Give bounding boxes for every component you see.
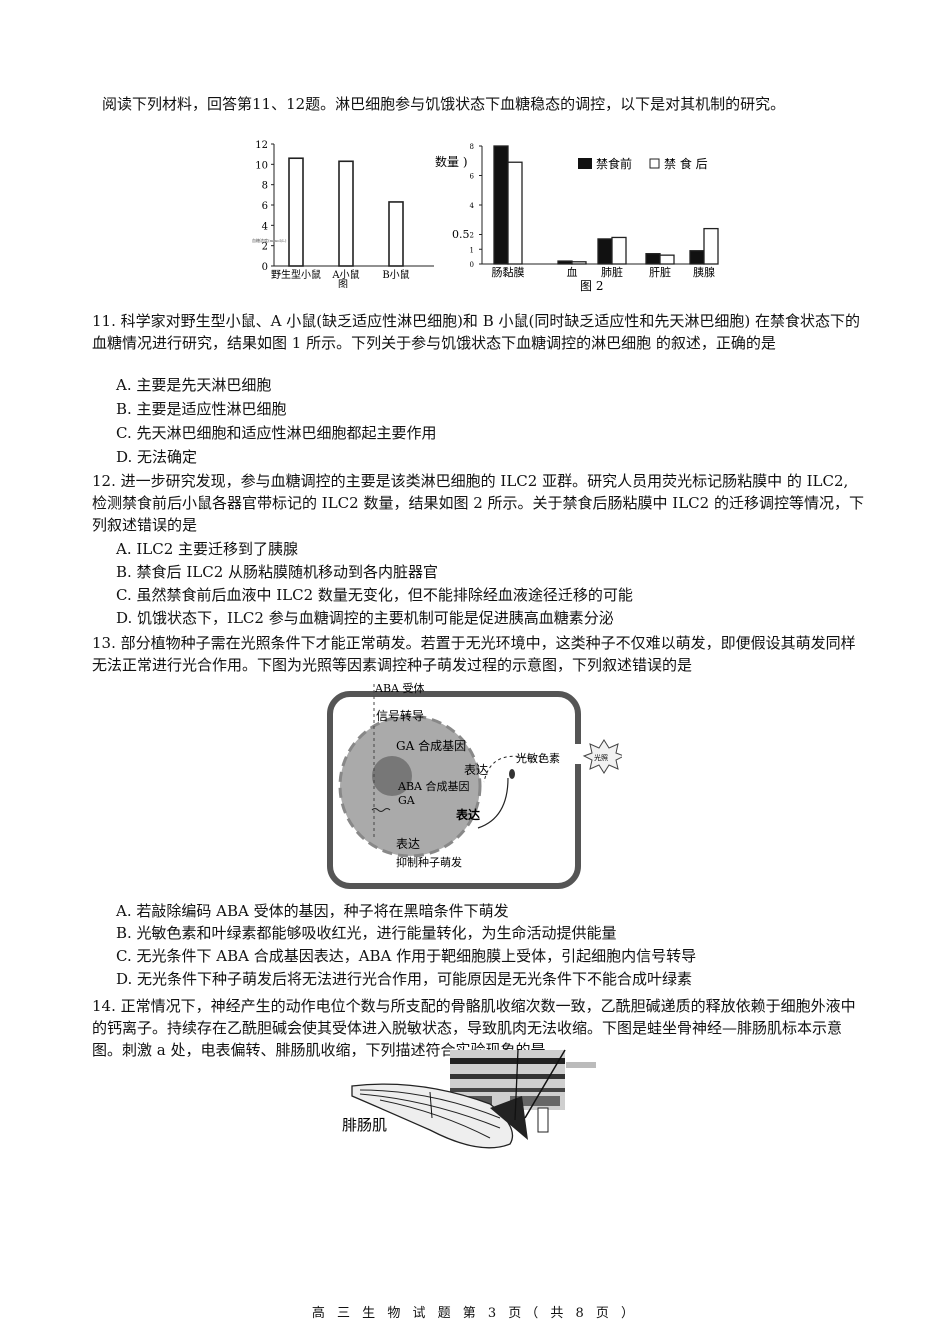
q12-option-c[interactable]: C. 虽然禁食前后血液中 ILC2 数量无变化，但不能排除经血液途径迁移的可能	[116, 586, 633, 604]
figure-2-category-label: 肝脏	[649, 266, 671, 279]
figure-1-bar	[388, 201, 404, 267]
figure-1-category-label: 野生型小鼠	[271, 268, 321, 281]
figure-2-bar-before	[645, 253, 661, 265]
q13-stem: 13. 部分植物种子需在光照条件下才能正常萌发。若置于无光环境中，这类种子不仅难…	[92, 634, 856, 674]
figure-2-bar-after	[611, 236, 627, 265]
figure-2-ylabel: 数量 )	[435, 154, 468, 169]
legend-before-label: 禁食前	[596, 156, 632, 171]
figure-2-bar-after	[571, 261, 587, 265]
figure-1-y-tick-label: 10	[255, 160, 268, 171]
figure-2-y-tick-label: 2	[470, 232, 474, 240]
express-label-2: 表达	[455, 807, 480, 822]
figure-2-bar-after	[507, 161, 523, 265]
q11-option-d[interactable]: D. 无法确定	[116, 448, 198, 466]
gastrocnemius-label: 腓肠肌	[342, 1116, 387, 1134]
light-label: 光照	[594, 753, 608, 762]
figure-2-category-label: 胰腺	[693, 265, 715, 279]
light-burst-icon	[582, 739, 622, 774]
figure-1-y-tick-label: 6	[262, 201, 268, 212]
express-label-3: 表达	[396, 837, 420, 851]
q12-stem: 12. 进一步研究发现，参与血糖调控的主要是该类淋巴细胞的 ILC2 亚群。研究…	[92, 472, 864, 534]
phytochrome-label: 光敏色素	[516, 751, 560, 765]
figure-1-y-tick-label: 12	[255, 140, 268, 151]
figure-2-bar-before	[557, 260, 573, 265]
q13-option-d[interactable]: D. 无光条件下种子萌发后将无法进行光合作用，可能原因是无光条件下不能合成叶绿素	[116, 970, 693, 988]
q11-option-b[interactable]: B. 主要是适应性淋巴细胞	[116, 400, 287, 418]
page-footer: 高 三 生 物 试 题 第 3 页（ 共 8 页 ）	[311, 1306, 639, 1321]
figure-2-bar-before	[493, 145, 509, 265]
figure-2-bar-before	[597, 238, 613, 265]
q11-option-c[interactable]: C. 先天淋巴细胞和适应性淋巴细胞都起主要作用	[116, 424, 437, 442]
intro-text: 阅读下列材料，回答第11、12题。淋巴细胞参与饥饿状态下血糖稳态的调控，以下是对…	[102, 95, 786, 113]
nucleolus	[372, 756, 412, 796]
figure-1-y-tick-label: 4	[262, 221, 268, 232]
figure-2-category-label: 血	[567, 265, 578, 279]
q14-nerve-muscle-diagram: 腓肠肌	[342, 1049, 596, 1149]
figure-2-y-tick-label: 4	[470, 202, 475, 210]
q14-stem: 14. 正常情况下，神经产生的动作电位个数与所支配的骨骼肌收缩次数一致，乙酰胆碱…	[92, 997, 856, 1059]
figure-2-chart: 0 1 2 4 6 8 肠黏膜 血 肺脏 肝脏 胰腺 数量 ) 0.5 禁食前 禁 食 后 图 2	[435, 143, 719, 293]
q12-option-d[interactable]: D. 饥饿状态下，ILC2 参与血糖调控的主要机制可能是促进胰高血糖素分泌	[116, 609, 614, 627]
signal-label: 信号转导	[376, 708, 424, 723]
q12-option-b[interactable]: B. 禁食后 ILC2 从肠粘膜随机移动到各内脏器官	[116, 563, 439, 581]
ga-gene-label: GA 合成基因	[396, 738, 466, 753]
inhibit-label: 抑制种子萌发	[396, 855, 462, 869]
q13-option-b[interactable]: B. 光敏色素和叶绿素都能够吸收红光，进行能量转化，为生命活动提供能量	[116, 924, 617, 942]
figure-1-chart: 0 2 4 6 8 10 12 野生型小鼠 A小鼠 B小鼠 血糖浓度(mmol/L) 图	[252, 140, 434, 288]
figure-1-y-tick-label: 8	[262, 181, 268, 192]
legend-before-swatch	[578, 158, 592, 169]
figure-2-bar-before	[689, 250, 705, 265]
figure-2-bar-after	[703, 227, 719, 265]
ga-label: GA	[398, 794, 416, 807]
nucleus	[338, 714, 482, 858]
figure-2-bar-after	[659, 254, 675, 265]
express-label-1: 表达	[464, 763, 488, 777]
figure-1-category-label: A小鼠	[331, 268, 359, 281]
figure-2-y-tick-label: 0	[470, 261, 474, 269]
figure-2-y-tick-label: 6	[470, 173, 475, 181]
q11-stem: 11. 科学家对野生型小鼠、A 小鼠(缺乏适应性淋巴细胞)和 B 小鼠(同时缺乏…	[92, 312, 860, 352]
figure-1-y-tick-label: 0	[262, 262, 268, 273]
q13-seed-diagram: ABA 受体 信号转导 GA 合成基因 表达 ABA 合成基因 GA 表达 表达…	[327, 681, 622, 889]
figure-2-y-tick-label: 8	[470, 143, 474, 151]
q13-option-c[interactable]: C. 无光条件下 ABA 合成基因表达，ABA 作用于靶细胞膜上受体，引起细胞内…	[116, 947, 697, 965]
legend-after-label: 禁 食 后	[664, 156, 708, 171]
figure-2-category-label: 肠黏膜	[492, 265, 525, 279]
q13-option-a[interactable]: A. 若敲除编码 ABA 受体的基因，种子将在黑暗条件下萌发	[116, 902, 509, 920]
figure-1-ylabel: 血糖浓度(mmol/L)	[252, 237, 287, 243]
figure-1-bar	[288, 157, 304, 267]
q11-option-a[interactable]: A. 主要是先天淋巴细胞	[116, 376, 272, 394]
aba-receptor-label: ABA 受体	[374, 681, 424, 695]
figure-2-ylabel-fragment: 0.5	[452, 228, 470, 241]
figure-1-y-tick-label: 2	[262, 242, 268, 253]
figure-2-y-tick-label: 1	[470, 246, 474, 254]
phytochrome-icon	[509, 769, 515, 779]
figure-1-caption: 图	[338, 279, 348, 288]
figure-2-category-label: 肺脏	[601, 266, 623, 279]
q12-option-a[interactable]: A. ILC2 主要迁移到了胰腺	[116, 540, 299, 558]
figure-1-category-label: B小鼠	[382, 268, 409, 281]
aba-gene-label: ABA 合成基因	[397, 779, 469, 793]
figure-1-bar	[338, 160, 354, 267]
figure-2-caption: 图 2	[580, 279, 603, 293]
legend-after-swatch	[649, 158, 660, 169]
